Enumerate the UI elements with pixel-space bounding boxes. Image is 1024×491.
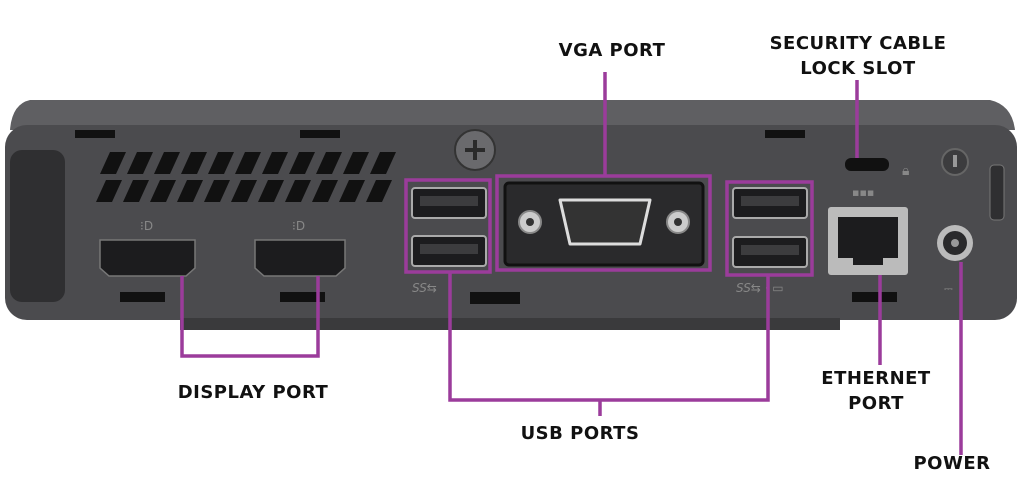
security-lock-slot bbox=[845, 158, 889, 171]
vent-slot bbox=[127, 152, 153, 174]
power-jack bbox=[937, 225, 973, 261]
vent-slot bbox=[100, 152, 126, 174]
usb-ports-right bbox=[732, 187, 808, 268]
left-bumper bbox=[10, 150, 65, 302]
label-ethernet-line1: ETHERNET bbox=[821, 368, 931, 389]
displayport-icon: ⁝D bbox=[292, 219, 305, 233]
case-top bbox=[10, 100, 1015, 130]
vent-slot bbox=[235, 152, 261, 174]
vent-slot bbox=[312, 180, 338, 202]
callout-lines bbox=[180, 72, 963, 455]
displayport-icon: ⁝D bbox=[140, 219, 153, 233]
usb-ports-left bbox=[411, 187, 487, 267]
vga-port bbox=[503, 181, 705, 267]
label-display-port: DISPLAY PORT bbox=[177, 382, 329, 403]
vent-slot bbox=[285, 180, 311, 202]
superspeed-usb-charging-icon: SS⇆ · ▭ bbox=[736, 281, 784, 295]
label-usb-ports: USB PORTS bbox=[520, 423, 640, 444]
vent-slot bbox=[150, 180, 176, 202]
label-vga-port: VGA PORT bbox=[558, 40, 666, 61]
vent-slot bbox=[258, 180, 284, 202]
vent-slot bbox=[96, 180, 122, 202]
label-security-line2: LOCK SLOT bbox=[800, 58, 916, 79]
network-icon: ▪▪▪ bbox=[852, 186, 874, 199]
vent-slot bbox=[339, 180, 365, 202]
vent-slot bbox=[343, 152, 369, 174]
display-port-2 bbox=[254, 239, 346, 277]
display-port-1 bbox=[99, 239, 196, 277]
label-ethernet-line2: PORT bbox=[848, 393, 904, 414]
label-security-line1: SECURITY CABLE bbox=[769, 33, 947, 54]
vent-slot bbox=[316, 152, 342, 174]
vent-slot bbox=[289, 152, 315, 174]
vent-slot bbox=[204, 180, 230, 202]
vent-slot bbox=[177, 180, 203, 202]
vent-slot bbox=[262, 152, 288, 174]
vent-slot bbox=[154, 152, 180, 174]
vent-slot bbox=[181, 152, 207, 174]
vent-slot bbox=[370, 152, 396, 174]
superspeed-usb-icon: SS⇆ bbox=[412, 281, 437, 295]
vent-slot bbox=[123, 180, 149, 202]
vent-slot bbox=[366, 180, 392, 202]
vent-slot bbox=[231, 180, 257, 202]
dc-power-icon: ⎓ bbox=[944, 282, 953, 295]
label-power: POWER bbox=[913, 453, 991, 474]
lock-icon: 🔒︎ bbox=[902, 163, 909, 179]
vent-grille bbox=[96, 152, 396, 202]
screw-icon bbox=[454, 129, 496, 171]
ethernet-port bbox=[828, 207, 908, 275]
vent-slot bbox=[208, 152, 234, 174]
